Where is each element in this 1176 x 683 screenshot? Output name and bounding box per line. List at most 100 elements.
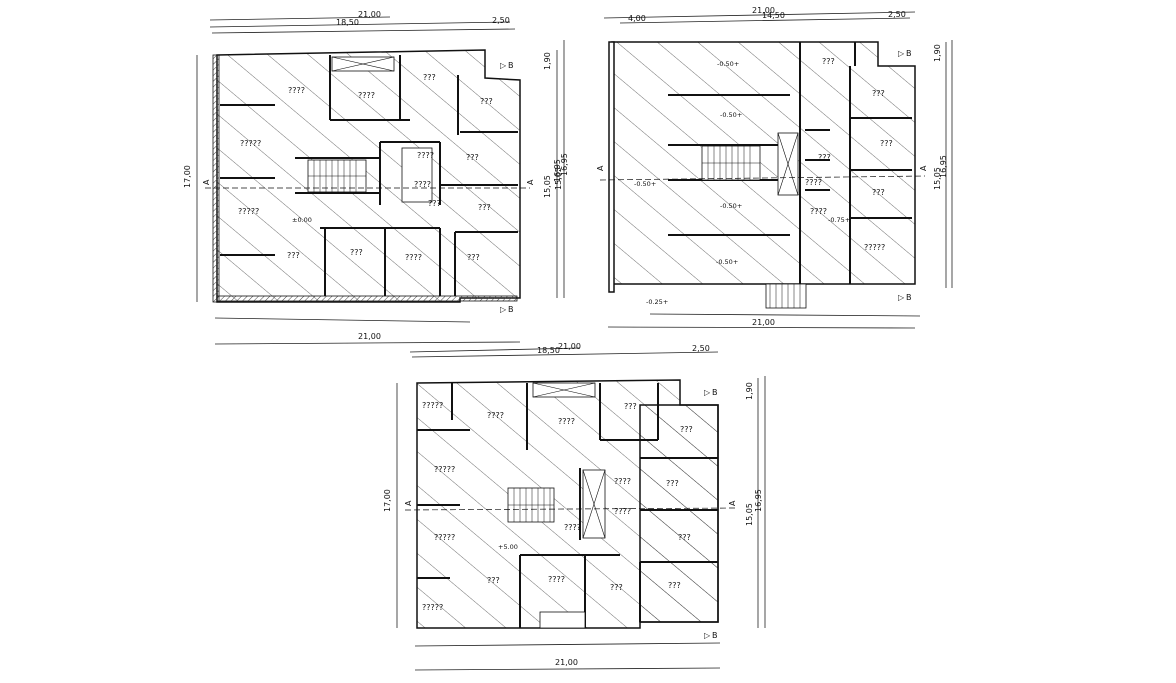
section-a-left: A	[202, 179, 211, 185]
entry-porch	[539, 611, 586, 629]
section-a-left: A	[404, 500, 413, 506]
svg-text:???: ???	[478, 203, 491, 212]
dim-right-b: 15,05	[543, 175, 552, 198]
svg-text:????: ????	[405, 253, 422, 262]
level-marker: +5.00	[498, 543, 518, 551]
floor-slab	[216, 49, 521, 303]
svg-text:????: ????	[805, 178, 822, 187]
dim-right-b: 15,05	[745, 503, 754, 526]
svg-text:???: ???	[423, 73, 436, 82]
dim-bottom-total: 21,00	[358, 332, 381, 341]
svg-text:?????: ?????	[240, 139, 261, 148]
svg-text:-0.50+: -0.50+	[716, 258, 738, 266]
svg-text:???: ???	[680, 425, 693, 434]
section-a-right: A	[728, 500, 737, 506]
svg-text:▷: ▷	[898, 49, 905, 58]
svg-text:????: ????	[487, 411, 504, 420]
svg-text:???: ???	[624, 402, 637, 411]
svg-text:???: ???	[668, 581, 681, 590]
svg-text:-0.50+: -0.50+	[720, 202, 742, 210]
dim-right-c: 16,95	[939, 155, 948, 178]
section-b-bottom: B	[508, 305, 514, 314]
svg-text:????: ????	[417, 151, 434, 160]
svg-text:????: ????	[358, 91, 375, 100]
dim-top-right: 2,50	[692, 344, 710, 353]
svg-text:???: ???	[466, 153, 479, 162]
svg-text:?????: ?????	[422, 603, 443, 612]
svg-text:-0.50+: -0.50+	[720, 111, 742, 119]
svg-text:????: ????	[614, 477, 631, 486]
dim-right-a: 1,90	[745, 382, 754, 400]
room-labels: ???? ???? ??? ??? ????? ???? ??? ????? ?…	[238, 73, 493, 262]
svg-text:????: ????	[614, 507, 631, 516]
dim-top-left: 4,00	[628, 14, 646, 23]
interior-walls	[668, 42, 912, 284]
section-a-right: A	[919, 165, 928, 171]
entry-steps	[765, 283, 807, 309]
svg-text:???: ???	[480, 97, 493, 106]
svg-text:▷: ▷	[898, 293, 905, 302]
svg-text:???: ???	[872, 188, 885, 197]
dim-top-main: 18,50	[336, 18, 359, 27]
svg-text:????: ????	[288, 86, 305, 95]
svg-text:▷: ▷	[704, 388, 711, 397]
svg-text:????: ????	[548, 575, 565, 584]
staircase	[507, 487, 555, 523]
dim-right-a: 1,90	[543, 52, 552, 70]
dim-right-c: 16,95	[553, 159, 562, 182]
interior-walls	[417, 383, 718, 628]
svg-text:▷: ▷	[500, 305, 507, 314]
plan-top-left: 21,00 18,50 2,50	[183, 10, 565, 345]
bottom-wall	[216, 295, 518, 302]
dim-left-height: 17,00	[383, 489, 392, 512]
dim-left-b: 15,05	[554, 167, 563, 190]
dim-top-right: 2,50	[888, 10, 906, 19]
staircase	[701, 145, 761, 181]
svg-text:???: ???	[666, 479, 679, 488]
svg-text:????: ????	[558, 417, 575, 426]
section-b-top: B	[712, 388, 718, 397]
svg-text:???: ???	[678, 533, 691, 542]
svg-text:????: ????	[810, 207, 827, 216]
dim-top-total: 21,00	[358, 10, 381, 19]
svg-text:?????: ?????	[238, 207, 259, 216]
svg-text:?????: ?????	[434, 533, 455, 542]
room-labels: ??? ??? ??? ???? ??? ???? ????? ???	[805, 57, 893, 252]
section-b-bottom: B	[906, 293, 912, 302]
svg-text:???: ???	[287, 251, 300, 260]
dim-top-total: 21,00	[752, 6, 775, 15]
svg-text:????: ????	[564, 523, 581, 532]
dim-left-c: 16,95	[560, 153, 569, 176]
section-b-bottom: B	[712, 631, 718, 640]
staircase	[307, 159, 367, 193]
svg-text:-0.75+: -0.75+	[828, 216, 850, 224]
dim-top-right: 2,50	[492, 16, 510, 25]
svg-text:???: ???	[822, 57, 835, 66]
level-markers: -0.50+ -0.50+ -0.50+ -0.50+ -0.50+ -0.25…	[634, 60, 850, 306]
svg-text:-0.50+: -0.50+	[717, 60, 739, 68]
plan-bottom: 21,00 18,50 2,50	[383, 342, 766, 671]
svg-text:?????: ?????	[434, 465, 455, 474]
section-b-top: B	[508, 61, 514, 70]
elevator-shaft	[401, 147, 433, 203]
svg-text:?????: ?????	[422, 401, 443, 410]
dim-top-total: 21,00	[558, 342, 581, 351]
section-a-right: A	[526, 179, 535, 185]
left-wall	[608, 41, 615, 293]
svg-text:????: ????	[414, 180, 431, 189]
dim-bottom-total: 21,00	[752, 318, 775, 327]
dim-top-main: 14,50	[762, 11, 785, 20]
left-wall	[212, 54, 220, 303]
svg-text:???: ???	[467, 253, 480, 262]
level-marker: ±0.00	[292, 216, 312, 224]
svg-text:???: ???	[818, 153, 831, 162]
dim-top-main: 18,50	[537, 346, 560, 355]
dim-right-a: 1,90	[933, 44, 942, 62]
svg-text:-0.50+: -0.50+	[634, 180, 656, 188]
plan-top-right: 21,00 4,00 14,50 2,50	[554, 6, 953, 329]
dim-right-c: 16,95	[754, 489, 763, 512]
interior-walls	[220, 55, 518, 296]
svg-text:?????: ?????	[864, 243, 885, 252]
dim-bottom-total: 21,00	[555, 658, 578, 667]
